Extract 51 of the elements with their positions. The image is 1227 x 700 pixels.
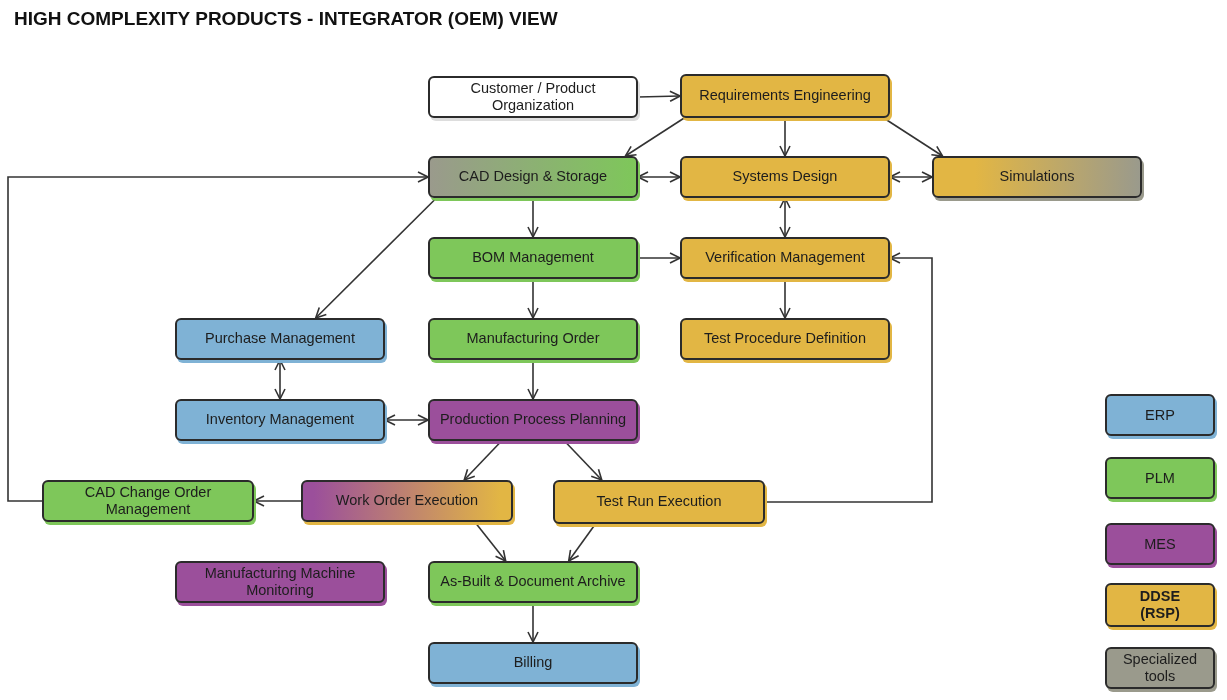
box-label: Verification Management	[705, 249, 865, 267]
process-box	[680, 74, 890, 118]
box-label: Systems Design	[732, 168, 838, 186]
legend-label: Specialized tools	[1121, 651, 1199, 685]
arrow	[384, 414, 429, 426]
box-label: Inventory Management	[205, 411, 355, 429]
legend-label: ERP	[1145, 406, 1175, 424]
process-box	[680, 237, 890, 279]
box-label: Production Process Planning	[439, 411, 627, 429]
process-box	[428, 561, 638, 603]
box-label: Purchase Management	[205, 330, 355, 348]
process-box	[428, 237, 638, 279]
box-label: Customer / Product Organization	[469, 79, 597, 115]
process-box	[680, 156, 890, 198]
process-box	[932, 156, 1142, 198]
box-label: BOM Management	[472, 249, 594, 267]
arrow	[637, 171, 681, 183]
process-box	[428, 642, 638, 684]
process-box	[428, 76, 638, 118]
box-label: CAD Change Order Management	[83, 483, 213, 519]
process-box	[175, 318, 385, 360]
legend-label: DDSE (RSP)	[1138, 588, 1182, 622]
box-label: As-Built & Document Archive	[440, 573, 626, 591]
process-box	[175, 399, 385, 441]
diagram-title: HIGH COMPLEXITY PRODUCTS - INTEGRATOR (OEM) VIEW	[14, 8, 558, 30]
arrow	[889, 171, 933, 183]
process-box	[42, 480, 254, 522]
box-label: Billing	[513, 654, 553, 672]
process-box	[553, 480, 765, 524]
arrow	[637, 90, 681, 103]
box-label: Test Run Execution	[596, 493, 722, 511]
process-box	[301, 480, 513, 522]
box-label: Simulations	[999, 168, 1075, 186]
arrow	[637, 252, 681, 264]
box-label: Requirements Engineering	[699, 87, 871, 105]
arrow	[7, 171, 429, 502]
arrow	[764, 252, 933, 503]
arrow	[253, 495, 302, 507]
legend-label: PLM	[1145, 469, 1175, 487]
process-box	[175, 561, 385, 603]
arrow	[624, 117, 685, 157]
process-box	[428, 156, 638, 198]
box-label: Manufacturing Order	[466, 330, 600, 348]
box-label: CAD Design & Storage	[458, 168, 608, 186]
process-box	[428, 399, 638, 441]
box-label: Work Order Execution	[335, 492, 479, 510]
process-box	[428, 318, 638, 360]
process-box	[680, 318, 890, 360]
box-label: Test Procedure Definition	[704, 330, 866, 348]
box-label: Manufacturing Machine Monitoring	[203, 564, 357, 600]
legend-label: MES	[1144, 535, 1176, 553]
